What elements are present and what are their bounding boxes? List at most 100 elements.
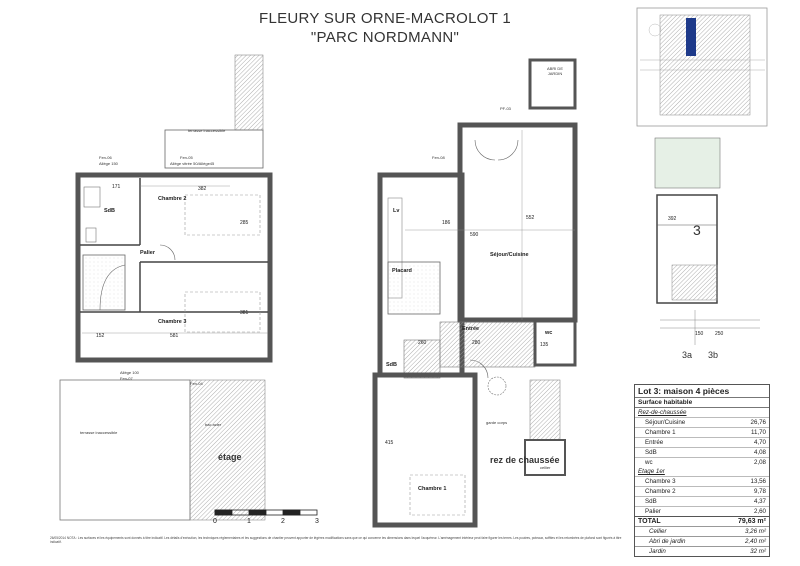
row-name: Chambre 2 <box>645 488 676 495</box>
bed-chambre1 <box>409 474 466 516</box>
table-row: wc 2,08 <box>635 457 769 467</box>
wc-label: wc <box>545 330 553 336</box>
dim-382: 382 <box>198 186 207 192</box>
row-value: 2,08 <box>753 459 766 466</box>
footer-note: 26/05/2014 NOTA : Les surfaces et les éq… <box>50 536 622 544</box>
terrace-bottom-label: terrasse inaccessible <box>80 430 118 435</box>
ground-floor-plan <box>372 58 578 528</box>
row-name: Jardin <box>649 548 666 555</box>
row-value: 4,70 <box>753 439 766 446</box>
sdb-first-label: SdB <box>104 208 115 214</box>
entree-label: Entrée <box>462 326 480 332</box>
table-row: Entrée 4,70 <box>635 437 769 447</box>
lv-label: Lv <box>393 208 400 214</box>
fen04-label: Fen-04 <box>190 381 203 386</box>
site-plan <box>636 7 768 127</box>
bac-acier-zone <box>189 379 266 521</box>
table-row: SdB 4,08 <box>635 447 769 457</box>
scale-0: 0 <box>213 518 217 525</box>
first-floor-outer-wall <box>75 172 273 363</box>
lot-number: 3 <box>693 222 701 238</box>
row-value: 11,70 <box>750 429 766 436</box>
scale-3: 3 <box>315 518 319 525</box>
lot-highlight <box>686 18 696 56</box>
row-value: 4,08 <box>753 449 766 456</box>
abri-label: ABRI DE JARDIN <box>546 66 563 76</box>
fen07-label: Fen-07 <box>120 376 133 381</box>
row-name: Abri de jardin <box>649 538 686 545</box>
scale-1: 1 <box>247 518 251 525</box>
palier-label: Palier <box>140 250 155 256</box>
row-name: SdB <box>645 449 657 456</box>
row-value: 2,60 <box>753 508 766 515</box>
entree-zone <box>439 321 536 368</box>
dim-260: 260 <box>418 340 427 346</box>
row-name: Chambre 3 <box>645 478 676 485</box>
rdc-label: rez de chaussée <box>490 455 560 465</box>
fen08-label: Fen-08 <box>432 155 445 160</box>
project-subtitle: "PARC NORDMANN" <box>310 29 460 46</box>
rdc-section-title: Rez-de-chaussée <box>638 409 687 416</box>
terrace-top-label: terrasse inaccessible <box>188 128 226 133</box>
terrace-bottom <box>59 379 191 521</box>
dim-280: 280 <box>472 340 481 346</box>
dim-186: 186 <box>442 220 451 226</box>
bed-chambre3 <box>184 291 261 333</box>
row-value: 26,76 <box>750 419 766 426</box>
first-floor-plan <box>59 54 273 521</box>
dim-415: 415 <box>385 440 394 446</box>
dim-152: 152 <box>96 333 105 339</box>
bac-acier-label: bac acier <box>205 422 222 427</box>
dim-590: 590 <box>470 232 479 238</box>
sdb-zone <box>403 339 441 379</box>
table-row: Séjour/Cuisine 26,76 <box>635 417 769 427</box>
row-name: Séjour/Cuisine <box>645 419 686 426</box>
scale-2: 2 <box>281 518 285 525</box>
row-name: Cellier <box>649 528 667 535</box>
row-name: SdB <box>645 498 657 505</box>
stair-rdc <box>387 261 441 315</box>
placard-label: Placard <box>392 268 412 274</box>
dim-381: 381 <box>240 310 249 316</box>
scale-bar <box>214 509 318 516</box>
dim-135: 135 <box>540 342 549 348</box>
sejour-walls <box>457 122 578 323</box>
lot-surface-table: Lot 3: maison 4 pièces Surface habitable… <box>634 384 770 557</box>
row-value: 13,56 <box>750 478 766 485</box>
dim-150: 150 <box>695 331 704 337</box>
row-value: 4,37 <box>753 498 766 505</box>
wc-walls <box>533 318 577 367</box>
lot-plan <box>654 137 760 345</box>
etage-label: étage <box>218 452 242 462</box>
allege150-label: Allège 150 <box>99 161 118 166</box>
table-row: SdB 4,37 <box>635 496 769 506</box>
bed-chambre2 <box>184 194 261 236</box>
row-name: Entrée <box>645 439 664 446</box>
row-value: 32 m² <box>750 548 766 555</box>
row-name: Palier <box>645 508 661 515</box>
total-row: TOTAL 79,63 m² <box>635 516 769 526</box>
garde-corps-label: garde corps <box>486 420 508 425</box>
table-row: Chambre 3 13,56 <box>635 476 769 486</box>
label-3b: 3b <box>708 350 719 360</box>
sdb-ground-label: SdB <box>386 362 397 368</box>
cellier-label: cellier <box>540 465 551 470</box>
table-row: Jardin 32 m² <box>635 546 769 556</box>
total-label: TOTAL <box>638 518 661 525</box>
dim-581: 581 <box>170 333 179 339</box>
dim-171: 171 <box>112 184 121 190</box>
dim-250: 250 <box>715 331 724 337</box>
exterior-stair-top <box>234 54 264 131</box>
etage-section-title: Etage 1er <box>638 468 665 475</box>
project-title: FLEURY SUR ORNE-MACROLOT 1 <box>258 10 512 27</box>
label-3a: 3a <box>682 350 693 360</box>
row-name: wc <box>645 459 653 466</box>
allege100-label: Allège 100 <box>120 370 139 375</box>
terrace-top <box>164 129 264 169</box>
abri-jardin <box>528 58 577 110</box>
